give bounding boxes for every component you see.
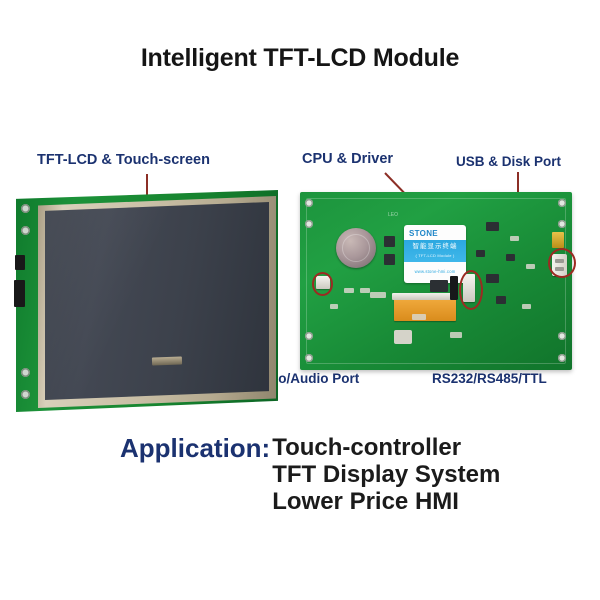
mounting-hole bbox=[21, 204, 30, 213]
smd-chip bbox=[486, 222, 499, 231]
smd-chip bbox=[430, 280, 448, 292]
touch-panel-flex-tail bbox=[151, 356, 183, 366]
smd-chip bbox=[384, 236, 395, 247]
sticker-brand: STONE bbox=[409, 229, 438, 238]
smd-chip bbox=[486, 274, 499, 283]
pcb-silkscreen-border bbox=[306, 198, 566, 364]
mounting-hole bbox=[305, 199, 313, 207]
application-item: Touch-controller bbox=[272, 434, 462, 461]
smd-passive bbox=[412, 314, 426, 320]
mounting-hole bbox=[558, 332, 566, 340]
smd-passive bbox=[370, 292, 386, 298]
smd-passive bbox=[526, 264, 535, 269]
mounting-hole bbox=[558, 354, 566, 362]
product-front-view bbox=[14, 190, 278, 412]
mounting-hole bbox=[305, 332, 313, 340]
page-title: Intelligent TFT-LCD Module bbox=[140, 44, 460, 72]
highlight-ring-video-audio-port bbox=[312, 272, 333, 296]
application-list: Touch-controller TFT Display System Lowe… bbox=[272, 434, 500, 515]
smd-passive bbox=[344, 288, 354, 293]
screen-glare bbox=[45, 202, 269, 400]
smd-passive bbox=[522, 304, 531, 309]
mounting-hole bbox=[21, 368, 30, 377]
buzzer-component bbox=[394, 330, 412, 344]
application-item: TFT Display System bbox=[272, 461, 501, 489]
lcd-screen bbox=[45, 202, 269, 400]
smd-chip bbox=[496, 296, 506, 304]
sticker-subtitle: ( TFT-LCD Module ) bbox=[415, 252, 455, 258]
callout-label-usb-disk-port: USB & Disk Port bbox=[456, 154, 562, 169]
mounting-hole bbox=[558, 220, 566, 228]
fpc-connector-latch bbox=[392, 293, 458, 300]
smd-chip bbox=[476, 250, 485, 257]
highlight-ring-usb-port bbox=[548, 248, 576, 278]
smd-passive bbox=[330, 304, 338, 309]
callout-label-rs232-rs485-ttl: RS232/RS485/TTL bbox=[432, 371, 547, 386]
mounting-hole bbox=[21, 390, 30, 399]
front-side-connector-lower bbox=[14, 280, 25, 307]
highlight-ring-rs232-port bbox=[459, 270, 483, 310]
back-pcb-board bbox=[300, 192, 572, 370]
callout-label-tft-lcd-touchscreen: TFT-LCD & Touch-screen bbox=[37, 152, 210, 168]
front-side-connector-upper bbox=[15, 255, 25, 270]
callout-label-cpu-driver: CPU & Driver bbox=[302, 151, 394, 167]
smd-chip bbox=[506, 254, 515, 261]
application-block: Application: Touch-controller TFT Displa… bbox=[120, 433, 500, 515]
mounting-hole bbox=[558, 199, 566, 207]
sticker-band: 智能显示终端 ( TFT-LCD Module ) bbox=[404, 240, 466, 262]
smd-passive bbox=[450, 332, 462, 338]
product-back-view: LEO STONE 智能显示终端 ( TFT-LCD Module ) www.… bbox=[300, 192, 572, 370]
sticker-chinese-text: 智能显示终端 bbox=[412, 243, 458, 251]
application-item: Lower Price HMI bbox=[272, 488, 459, 516]
lcd-fpc-ribbon bbox=[392, 293, 458, 321]
mounting-hole bbox=[21, 226, 30, 235]
mounting-hole bbox=[305, 220, 313, 228]
sticker-url: www.stone-hmi.com bbox=[414, 269, 456, 274]
gold-pin-header bbox=[552, 232, 564, 248]
smd-passive bbox=[510, 236, 519, 241]
electrolytic-capacitor bbox=[336, 228, 376, 268]
stone-product-sticker: STONE 智能显示终端 ( TFT-LCD Module ) www.ston… bbox=[404, 225, 466, 283]
serial-pin-header bbox=[450, 276, 458, 300]
silkscreen-text: LEO bbox=[388, 212, 399, 218]
smd-passive bbox=[360, 288, 370, 293]
application-label: Application: bbox=[120, 433, 271, 463]
mounting-hole bbox=[305, 354, 313, 362]
smd-chip bbox=[384, 254, 395, 265]
